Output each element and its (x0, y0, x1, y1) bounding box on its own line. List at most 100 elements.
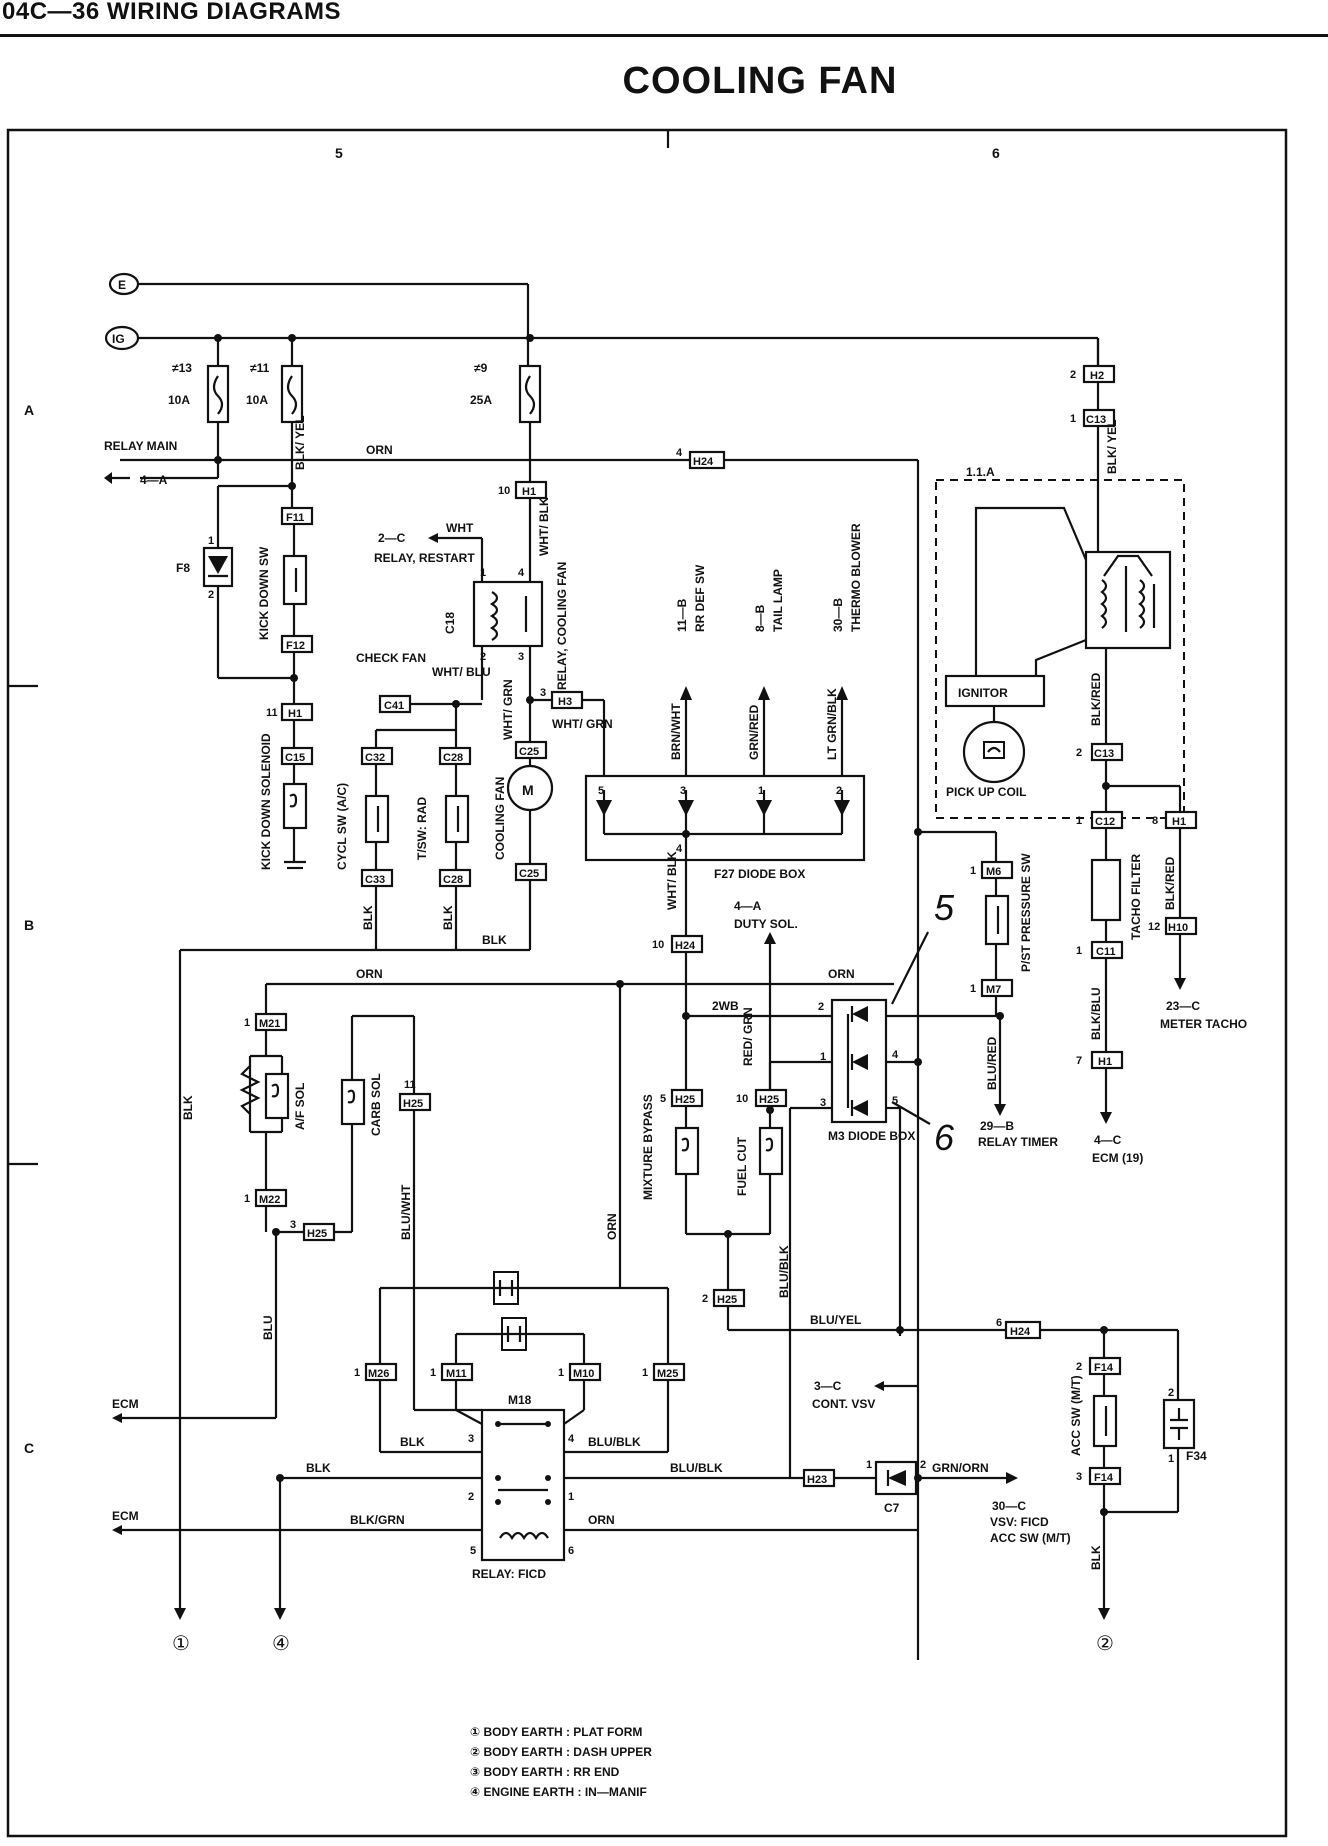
wht-blk-label: WHT/ BLK (537, 497, 551, 556)
relay-timer-ref: 29—B (980, 1119, 1014, 1133)
svg-text:M18: M18 (508, 1393, 532, 1407)
tacho-filter: TACHO FILTER (1090, 853, 1143, 940)
svg-text:5: 5 (892, 1095, 898, 1107)
svg-text:4: 4 (518, 567, 525, 579)
svg-text:C18: C18 (443, 612, 457, 634)
svg-text:M7: M7 (986, 984, 1001, 996)
svg-text:CYCL SW (A/C): CYCL SW (A/C) (335, 783, 349, 870)
connector-h1-top: H1 10 (498, 480, 548, 500)
connector-m7: M7 1 (970, 978, 1014, 998)
capacitor-f34: 2 1 F34 (1162, 1387, 1207, 1465)
svg-text:H1: H1 (288, 708, 302, 720)
svg-text:3: 3 (820, 1097, 826, 1109)
svg-text:2: 2 (1070, 369, 1076, 381)
svg-text:IGNITOR: IGNITOR (958, 686, 1008, 700)
svg-text:10: 10 (736, 1093, 748, 1105)
svg-text:M10: M10 (573, 1368, 594, 1380)
svg-text:C13: C13 (1094, 748, 1114, 760)
ignitor-ref: 1.1.A (966, 465, 995, 479)
svg-text:C25: C25 (519, 746, 539, 758)
svg-text:1: 1 (970, 865, 976, 877)
rr-def-sw-ref: 11—B (675, 598, 689, 632)
blk-label-acc: BLK (1089, 1545, 1103, 1570)
svg-text:12: 12 (1148, 921, 1160, 933)
grn-orn-label: GRN/ORN (932, 1461, 989, 1475)
connector-m10: M10 1 (558, 1362, 602, 1382)
to-4a-label: 4—A (140, 473, 168, 487)
svg-text:H2: H2 (1090, 370, 1104, 382)
lt-grn-blk-label: LT GRN/BLK (825, 688, 839, 760)
connector-c33: C33 (360, 868, 394, 888)
wht-grn-label-vert: WHT/ GRN (501, 679, 515, 740)
wht-grn-label: WHT/ GRN (552, 717, 613, 731)
svg-text:1: 1 (820, 1051, 826, 1063)
svg-text:2: 2 (468, 1491, 474, 1503)
connector-c32: C32 (360, 746, 394, 766)
af-solenoid: A/F SOL (264, 1072, 307, 1130)
svg-text:F34: F34 (1186, 1449, 1207, 1463)
connector-h24-top: H24 4 (676, 447, 726, 470)
connector-c13-mid: C13 2 (1076, 742, 1124, 762)
connector-m21: M21 1 (244, 1012, 288, 1032)
wht-label: WHT (446, 521, 474, 535)
svg-text:H25: H25 (403, 1098, 423, 1110)
grid-row-b: B (24, 917, 34, 933)
ps-pressure-switch: P/ST PRESSURE SW (984, 853, 1033, 972)
ignition-coil (1084, 550, 1172, 650)
thermo-blower-label: THERMO BLOWER (849, 523, 863, 632)
earth-4-symbol: ④ (272, 1633, 290, 1655)
meter-tacho-ref: 23—C (1166, 999, 1200, 1013)
brn-wht-label: BRN/WHT (669, 703, 683, 760)
legend-line-2: ② BODY EARTH : DASH UPPER (470, 1745, 652, 1759)
svg-text:1: 1 (208, 535, 214, 547)
blk-yel-label-left: BLK/ YEL (293, 416, 307, 470)
svg-text:C15: C15 (285, 752, 305, 764)
blu-label: BLU (261, 1315, 275, 1340)
svg-text:5: 5 (660, 1093, 666, 1105)
svg-text:C25: C25 (519, 868, 539, 880)
earth-2-symbol: ② (1096, 1633, 1114, 1655)
svg-text:1: 1 (1070, 413, 1076, 425)
grid-row-c: C (24, 1440, 34, 1456)
grid-col-5: 5 (335, 145, 343, 161)
blk-blu-label: BLK/BLU (1089, 987, 1103, 1040)
e-terminal: E (108, 272, 140, 296)
capacitor-lower (501, 1317, 527, 1351)
svg-text:KICK DOWN SOLENOID: KICK DOWN SOLENOID (259, 733, 273, 870)
connector-c28-top: C28 (438, 746, 472, 766)
svg-text:F8: F8 (176, 561, 190, 575)
svg-text:M25: M25 (657, 1368, 678, 1380)
connector-h24-bottom: H24 6 (996, 1317, 1042, 1340)
tsw-rad-switch: T/SW: RAD (415, 794, 470, 860)
svg-text:3: 3 (680, 785, 686, 797)
svg-text:11: 11 (266, 707, 278, 719)
svg-text:TACHO FILTER: TACHO FILTER (1129, 853, 1143, 940)
svg-text:C33: C33 (365, 874, 385, 886)
svg-text:H24: H24 (693, 456, 714, 468)
relay-restart-ref: 2—C (378, 531, 406, 545)
connector-f12: F12 (280, 634, 314, 654)
handwritten-6: 6 (934, 1117, 955, 1158)
cont-vsv-label: CONT. VSV (812, 1397, 875, 1411)
orn-label-vert: ORN (605, 1213, 619, 1240)
svg-text:≠11: ≠11 (250, 361, 270, 375)
acc-sw-mt-label: ACC SW (M/T) (990, 1531, 1071, 1545)
svg-text:F11: F11 (286, 512, 304, 524)
svg-text:M22: M22 (259, 1194, 280, 1206)
legend-line-3: ③ BODY EARTH : RR END (470, 1765, 620, 1779)
svg-text:1: 1 (970, 983, 976, 995)
relay-restart-label: RELAY, RESTART (374, 551, 475, 565)
svg-text:H25: H25 (717, 1294, 737, 1306)
connector-c28-bottom: C28 (438, 868, 472, 888)
svg-text:4: 4 (568, 1433, 575, 1445)
svg-text:H10: H10 (1168, 922, 1188, 934)
svg-text:11: 11 (404, 1079, 416, 1091)
ecm19-ref: 4—C (1094, 1133, 1122, 1147)
connector-h1-bottom: H1 7 (1076, 1050, 1124, 1070)
earth-1-symbol: ① (172, 1633, 190, 1655)
svg-text:C7: C7 (884, 1501, 900, 1515)
svg-text:M6: M6 (986, 866, 1001, 878)
rr-def-sw-label: RR DEF SW (693, 564, 707, 632)
red-grn-label: RED/ GRN (741, 1007, 755, 1066)
